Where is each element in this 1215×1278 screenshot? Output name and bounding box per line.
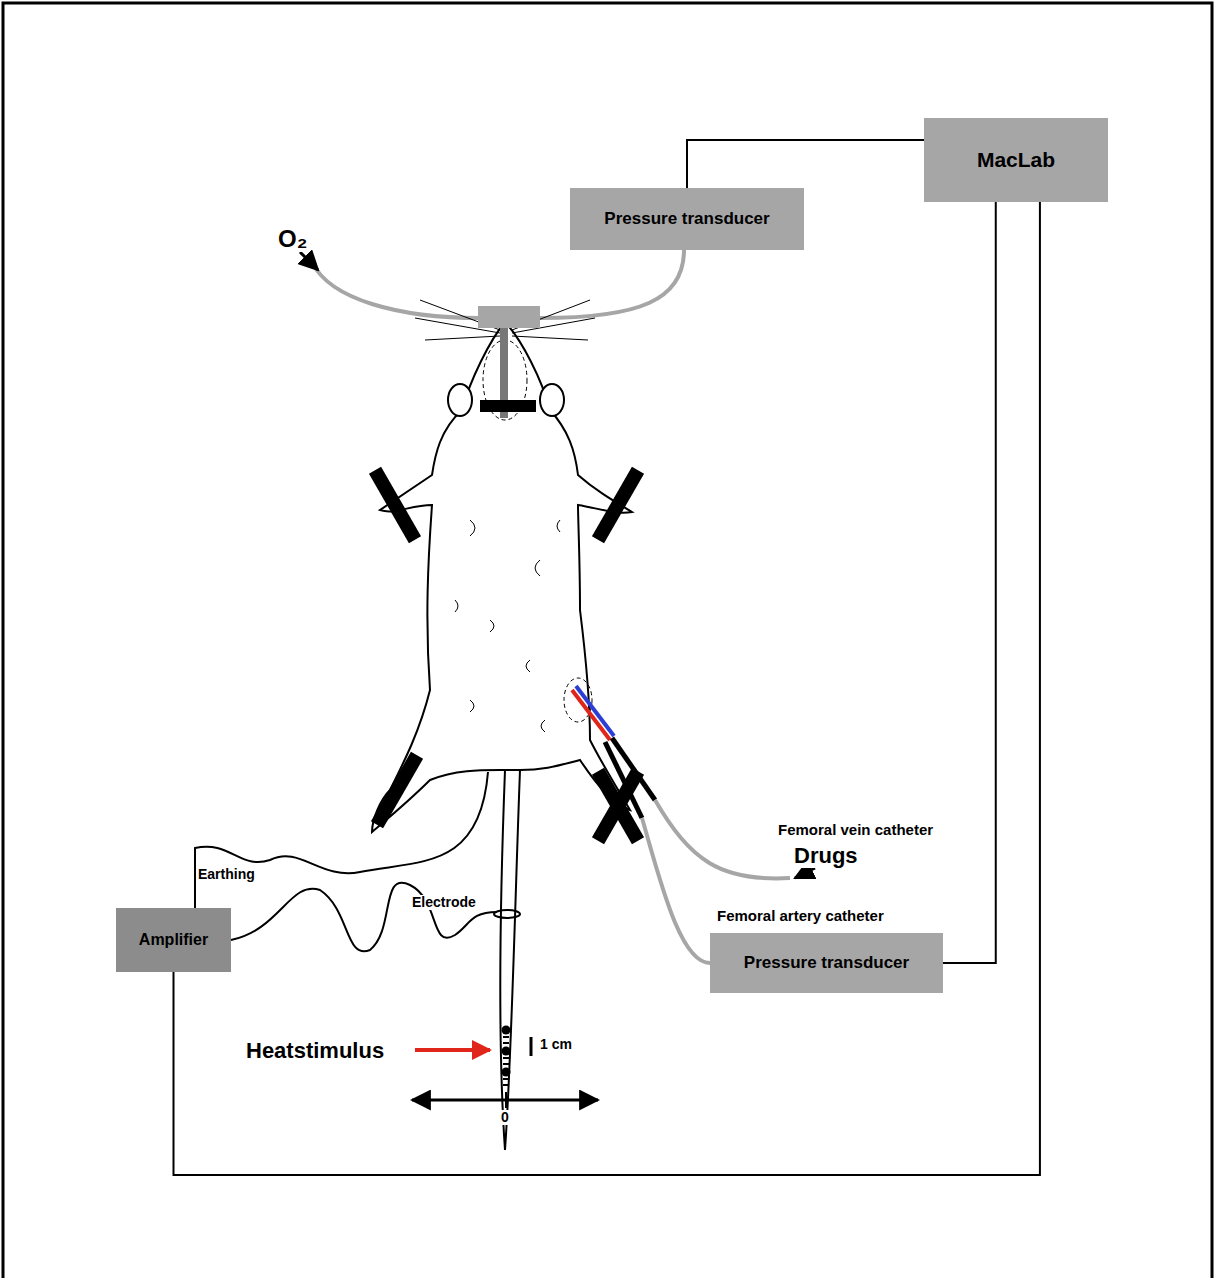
- drugs-arrow: [795, 868, 815, 878]
- signal-cable: [174, 202, 1040, 1175]
- signal-cable: [943, 202, 996, 963]
- box-label: Pressure transducer: [604, 209, 769, 229]
- recorder-box: MacLab: [924, 118, 1108, 202]
- artery-catheter: [605, 742, 642, 818]
- annotation-label: Earthing: [196, 867, 257, 882]
- femoral-vein: [576, 686, 614, 736]
- box-label: Amplifier: [139, 931, 208, 949]
- annotation-label: Drugs: [792, 844, 860, 868]
- signal-cable: [687, 140, 924, 188]
- pressure-tube: [540, 250, 684, 318]
- annotation-label: 0: [499, 1110, 511, 1125]
- tube-connector: [478, 306, 540, 328]
- scale-bar: [530, 1037, 533, 1056]
- annotation-label: O₂: [276, 226, 309, 252]
- oxygen-arrow: [300, 252, 318, 270]
- ring-electrode: [494, 910, 520, 918]
- electrode-wire: [231, 883, 497, 952]
- earthing-wire: [195, 772, 488, 908]
- oxygen-tube: [312, 262, 480, 318]
- rat-illustration: [372, 300, 632, 1150]
- artery-line: [642, 818, 710, 963]
- annotation-label: Femoral vein catheter: [776, 822, 935, 839]
- box-label: MacLab: [977, 148, 1055, 172]
- zero-tick: [505, 1092, 507, 1108]
- annotation-label: Electrode: [410, 895, 478, 910]
- transducer-box: Pressure transducer: [570, 188, 804, 250]
- annotation-label: Heatstimulus: [244, 1039, 386, 1063]
- frame: [3, 3, 1212, 1278]
- heat-arrow: [415, 1048, 490, 1052]
- tail-marks: [502, 1026, 511, 1087]
- box-label: Pressure transducer: [744, 953, 909, 973]
- vein-line: [655, 800, 790, 878]
- restraint-bars: [369, 400, 644, 844]
- annotation-label: Femoral artery catheter: [715, 908, 886, 925]
- annotation-label: 1 cm: [538, 1037, 574, 1052]
- transducer-box: Pressure transducer: [710, 933, 943, 993]
- femoral-artery: [572, 690, 610, 740]
- amplifier-box: Amplifier: [116, 908, 231, 972]
